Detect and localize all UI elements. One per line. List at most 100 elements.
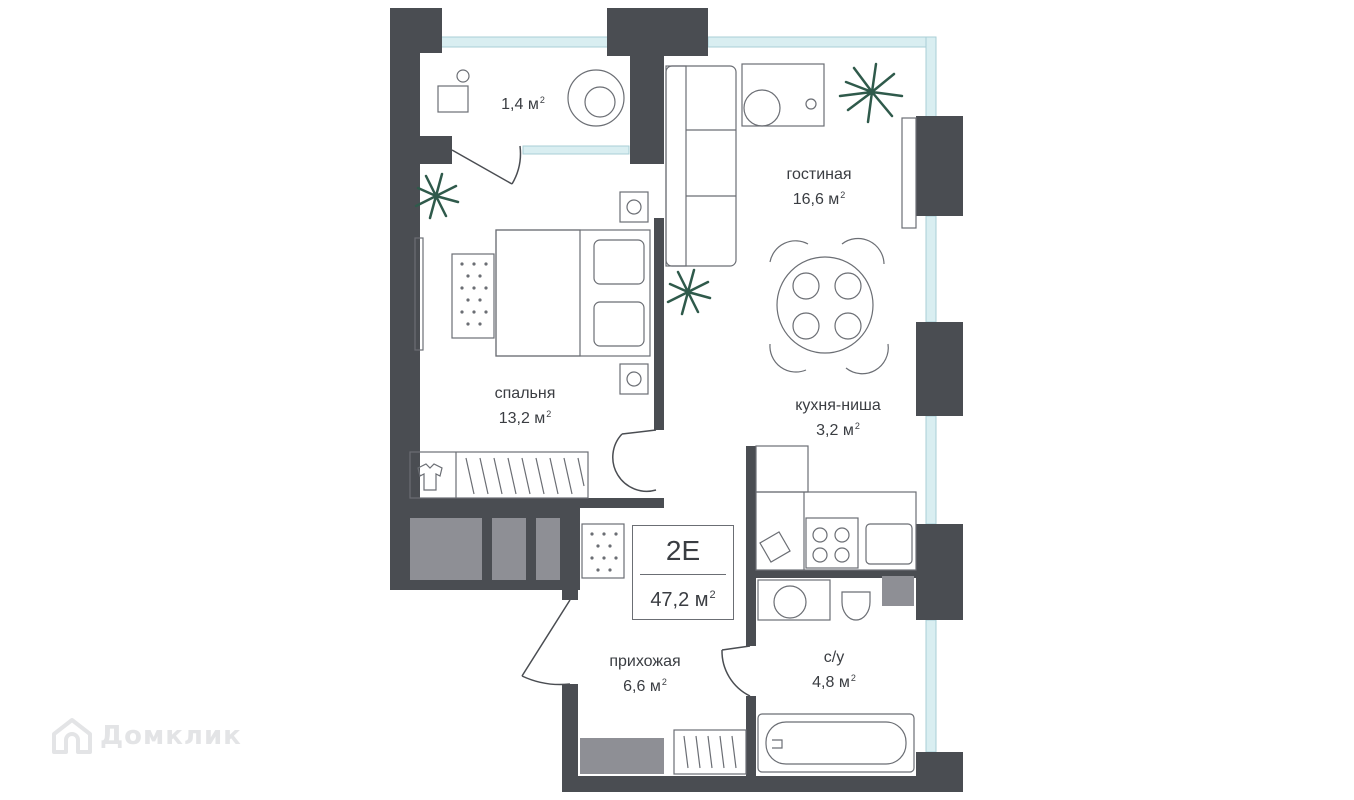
wall-bath-divider (746, 446, 756, 646)
tv-console (901, 117, 917, 229)
room-label-hall: прихожая 6,6 м2 (609, 652, 680, 697)
furniture (409, 63, 917, 775)
wall-hall-left (562, 508, 578, 600)
bath-sink (773, 585, 807, 619)
bath-vanity (757, 579, 831, 621)
window-balcony-inner (522, 145, 630, 155)
stove (805, 517, 859, 569)
room-label-kitchen: кухня-ниша 3,2 м2 (795, 396, 881, 441)
coffee-table (741, 63, 825, 127)
wall-pillar-4 (916, 752, 963, 792)
closet-2 (492, 518, 526, 580)
house-icon (52, 718, 92, 754)
balcony-side-table (437, 85, 469, 113)
balcony-armchair-seat (584, 86, 616, 118)
bed (495, 229, 651, 357)
room-area: 6,6 м2 (623, 677, 667, 695)
room-area: 13,2 м2 (498, 409, 552, 427)
window-balcony-top (440, 36, 609, 48)
window-living-top (707, 36, 937, 48)
wall-bedroom-right (654, 218, 664, 430)
dining-chair (769, 240, 809, 263)
wall-left-inner-top (390, 136, 452, 164)
storage-units (410, 518, 914, 774)
dining-table (776, 256, 874, 354)
closet-1 (410, 518, 482, 580)
hall-wardrobe (673, 729, 747, 775)
coffee-tray (743, 89, 781, 127)
closet-hall (580, 738, 664, 774)
doors (451, 145, 751, 697)
room-label-balcony: 1,4 м2 (501, 90, 545, 115)
room-label-bathroom: с/у 4,8 м2 (812, 648, 856, 693)
hall-rug-dots (590, 532, 618, 572)
wall-balcony-door (408, 164, 414, 504)
room-label-living: гостиная 16,6 м2 (786, 165, 851, 210)
bedroom-mirror (414, 237, 424, 351)
bedroom-wardrobe (409, 451, 589, 499)
nightstand-top (619, 191, 649, 223)
wall-top-mid (607, 8, 708, 56)
wall-bottom (562, 776, 962, 792)
badge-divider (640, 574, 726, 575)
kitchen-sink (865, 523, 913, 565)
bathtub (757, 713, 915, 773)
room-area: 1,4 м2 (501, 95, 545, 113)
door-bathroom (721, 645, 751, 697)
nightstand-bottom (619, 363, 649, 395)
wall-bath-top (756, 570, 926, 578)
door-entrance (521, 599, 571, 686)
pillow (593, 301, 645, 347)
wall-pillar-3 (916, 524, 963, 620)
door-balcony (451, 145, 522, 185)
room-label-bedroom: спальня 13,2 м2 (495, 384, 556, 429)
rug-patterns (460, 262, 618, 572)
room-name: кухня-ниша (795, 397, 881, 414)
plant-icon (414, 172, 460, 220)
wall-bedroom-bottom (408, 498, 664, 508)
plants (414, 62, 904, 316)
wall-bath-divider-low (746, 696, 756, 786)
kitchen-counter (755, 491, 917, 571)
bedroom-rug-dots (460, 262, 488, 326)
wall-pillar-1 (916, 116, 963, 216)
balcony-cup (456, 69, 470, 83)
wall-pillar-2 (916, 322, 963, 416)
window-right-upper (925, 36, 937, 118)
watermark-text: Домклик (100, 721, 242, 751)
apartment-total-area: 47,2 м2 (650, 589, 716, 611)
closet-bath (882, 576, 914, 606)
bath-faucet (772, 739, 783, 749)
sofa-back (665, 65, 687, 267)
room-area: 16,6 м2 (792, 190, 846, 208)
pillow (593, 239, 645, 285)
sofa (665, 65, 737, 267)
microwave (759, 531, 791, 563)
room-name: гостиная (786, 166, 852, 183)
fridge (755, 445, 809, 493)
toilet (841, 591, 871, 621)
wardrobe-hangers (465, 457, 585, 495)
dining-chair (841, 237, 885, 265)
watermark: Домклик (50, 716, 242, 756)
apartment-badge: 2E 47,2 м2 (632, 525, 734, 620)
window-right-bottom (925, 619, 937, 753)
bed-blanket (495, 229, 581, 357)
dining-chair (845, 343, 889, 375)
room-area: 4,8 м2 (812, 673, 856, 691)
bedroom-rug (451, 253, 495, 339)
window-right-mid (925, 215, 937, 323)
room-name: спальня (494, 385, 556, 402)
plant-icon (666, 268, 712, 316)
room-name: с/у (823, 649, 845, 666)
room-name: прихожая (609, 653, 681, 670)
wall-hall-left-lower (562, 684, 578, 792)
hall-rug (581, 523, 625, 579)
dining-chair (769, 343, 807, 373)
door-bedroom (612, 429, 657, 493)
room-area: 3,2 м2 (816, 421, 860, 439)
tshirt-icon (417, 463, 443, 491)
apartment-type-code: 2E (665, 535, 701, 566)
window-right-lower (925, 415, 937, 525)
